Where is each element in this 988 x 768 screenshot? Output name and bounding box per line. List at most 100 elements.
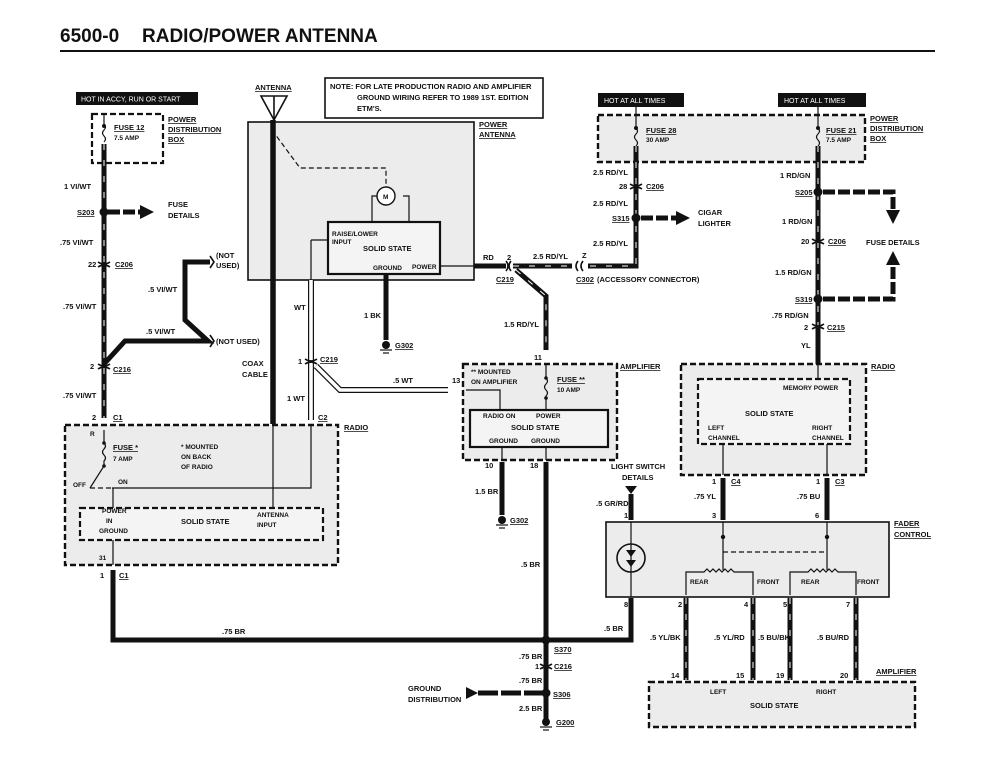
fuse-amp-icon: [543, 364, 549, 410]
svg-text:C216: C216: [113, 365, 131, 374]
svg-text:15: 15: [736, 671, 744, 680]
hot-accy-label: HOT IN ACCY, RUN OR START: [76, 92, 198, 105]
radio-left-unit: RADIO R FUSE * 7 AMP * MOUNTED ON BACK O…: [63, 423, 368, 567]
svg-text:DISTRIBUTION: DISTRIBUTION: [870, 124, 923, 133]
svg-text:(NOT: (NOT: [216, 251, 235, 260]
svg-text:C1: C1: [113, 413, 123, 422]
svg-text:7 AMP: 7 AMP: [113, 456, 133, 463]
svg-text:8: 8: [624, 600, 628, 609]
svg-text:GROUND WIRING REFER TO 1989 1S: GROUND WIRING REFER TO 1989 1ST. EDITION: [357, 93, 529, 102]
svg-text:4: 4: [744, 600, 749, 609]
svg-text:COAX: COAX: [242, 359, 264, 368]
connector-c215: [811, 323, 825, 330]
fader-output-wires: [683, 598, 859, 680]
svg-text:C4: C4: [731, 477, 741, 486]
svg-text:.5 BR: .5 BR: [604, 624, 624, 633]
power-distribution-box-right: FUSE 28 30 AMP FUSE 21 7.5 AMP POWER DIS…: [596, 107, 923, 164]
svg-text:RD: RD: [483, 253, 494, 262]
svg-text:22: 22: [88, 260, 96, 269]
terminal-icon: [209, 255, 215, 269]
svg-text:C216: C216: [554, 662, 572, 671]
svg-text:FUSE **: FUSE **: [557, 375, 585, 384]
svg-text:RADIO: RADIO: [871, 362, 895, 371]
arrows-fuse-details-right: [823, 189, 900, 302]
svg-text:11: 11: [534, 353, 542, 362]
connector-c206-left: [97, 261, 111, 268]
svg-text:HOT AT ALL TIMES: HOT AT ALL TIMES: [784, 98, 846, 105]
svg-text:REAR: REAR: [690, 579, 709, 586]
power-distribution-box-left: FUSE 12 7.5 AMP POWER DISTRIBUTION BOX: [90, 112, 221, 165]
svg-text:1: 1: [535, 662, 539, 671]
svg-text:2.5 RD/YL: 2.5 RD/YL: [593, 199, 628, 208]
svg-text:5: 5: [783, 600, 787, 609]
svg-text:1: 1: [712, 477, 716, 486]
svg-text:S370: S370: [554, 645, 572, 654]
svg-text:GROUND: GROUND: [531, 438, 560, 445]
ground-g302-icon: [380, 341, 392, 354]
svg-text:7.5 AMP: 7.5 AMP: [826, 137, 852, 144]
svg-text:POWER: POWER: [412, 264, 437, 271]
svg-text:C206: C206: [646, 182, 664, 191]
svg-text:C206: C206: [115, 260, 133, 269]
svg-text:RADIO: RADIO: [344, 423, 368, 432]
svg-text:** MOUNTED: ** MOUNTED: [471, 369, 511, 376]
lamp-icon: [616, 543, 646, 573]
svg-text:SOLID STATE: SOLID STATE: [363, 244, 411, 253]
splice-s315: [631, 213, 641, 223]
svg-text:R: R: [90, 431, 95, 438]
splice-label: S203: [77, 208, 95, 217]
svg-text:31: 31: [99, 555, 107, 562]
svg-text:.75 YL: .75 YL: [694, 492, 716, 501]
wire-5-br-fader: [550, 598, 634, 643]
svg-text:ON: ON: [118, 479, 128, 486]
svg-text:20: 20: [801, 237, 809, 246]
svg-text:.75 BR: .75 BR: [222, 627, 246, 636]
svg-text:LEFT: LEFT: [708, 425, 724, 432]
wire-75-br-ground: [110, 570, 546, 643]
svg-text:.75 BU: .75 BU: [797, 492, 820, 501]
svg-text:POWER: POWER: [479, 120, 508, 129]
svg-text:C2: C2: [318, 413, 328, 422]
svg-text:CHANNEL: CHANNEL: [708, 435, 740, 442]
svg-text:SOLID STATE: SOLID STATE: [511, 423, 559, 432]
svg-text:GROUND: GROUND: [373, 265, 402, 272]
note-box: NOTE: FOR LATE PRODUCTION RADIO AND AMPL…: [324, 77, 544, 119]
wire-label: 1 VI/WT: [64, 182, 92, 191]
amplifier-bottom-unit: AMPLIFIER LEFT RIGHT SOLID STATE: [647, 667, 917, 729]
svg-text:CIGAR: CIGAR: [698, 208, 723, 217]
fader-pot-right-icon: [789, 568, 857, 595]
radio-right-unit: RADIO MEMORY POWER SOLID STATE LEFT CHAN…: [679, 362, 895, 477]
svg-text:FRONT: FRONT: [857, 579, 879, 586]
svg-text:POWER: POWER: [870, 114, 899, 123]
svg-text:2.5 RD/YL: 2.5 RD/YL: [593, 168, 628, 177]
svg-text:CHANNEL: CHANNEL: [812, 435, 844, 442]
svg-text:REAR: REAR: [801, 579, 820, 586]
connector-c216-ground: [539, 663, 553, 670]
svg-text:.5 WT: .5 WT: [393, 376, 413, 385]
svg-text:ON BACK: ON BACK: [181, 454, 212, 461]
svg-text:1 RD/GN: 1 RD/GN: [782, 217, 812, 226]
svg-text:FUSE 28: FUSE 28: [646, 126, 676, 135]
svg-text:GROUND: GROUND: [408, 684, 442, 693]
svg-text:28: 28: [619, 182, 627, 191]
svg-text:2: 2: [678, 600, 682, 609]
svg-text:FUSE: FUSE: [168, 200, 188, 209]
svg-text:C219: C219: [320, 355, 338, 364]
svg-text:OFF: OFF: [73, 482, 86, 489]
svg-text:RIGHT: RIGHT: [812, 425, 832, 432]
svg-text:RIGHT: RIGHT: [816, 689, 836, 696]
svg-text:.75 VI/WT: .75 VI/WT: [60, 238, 94, 247]
antenna-label: ANTENNA: [255, 83, 292, 92]
light-switch-arrow-icon: [625, 486, 637, 494]
svg-text:POWER: POWER: [102, 508, 127, 515]
svg-text:1.5 RD/YL: 1.5 RD/YL: [504, 320, 539, 329]
svg-text:13: 13: [452, 376, 460, 385]
svg-text:HOT IN ACCY, RUN OR START: HOT IN ACCY, RUN OR START: [81, 97, 181, 104]
connector-c206-cigar: [629, 183, 643, 190]
svg-text:YL: YL: [801, 341, 811, 350]
svg-text:* MOUNTED: * MOUNTED: [181, 444, 219, 451]
svg-text:NOTE: FOR LATE PRODUCTION RAD: NOTE: FOR LATE PRODUCTION RADIO AND AMPL…: [330, 82, 532, 91]
wire-not-used: [102, 259, 215, 366]
svg-text:AMPLIFIER: AMPLIFIER: [620, 362, 661, 371]
